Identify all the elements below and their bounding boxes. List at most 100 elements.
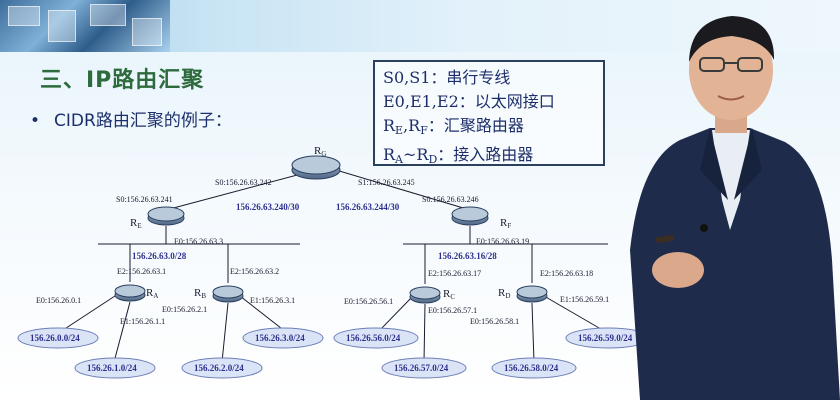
net-ellipse-n58: 156.26.58.0/24 — [491, 357, 577, 379]
router-rf: RF — [451, 206, 511, 230]
head — [689, 20, 773, 120]
router-rb-label: RB — [194, 287, 206, 300]
router-rc: RC — [409, 286, 455, 304]
router-rd: RD — [498, 285, 548, 303]
bullet: • — [30, 111, 41, 131]
link-rg-re — [165, 169, 317, 211]
leaf-networks: 156.26.0.0/24 156.26.1.0/24 156.26.2.0/2… — [17, 327, 651, 379]
slide-title: 三、IP路由汇聚 — [40, 68, 205, 93]
net-lan-left: 156.26.63.0/28 — [132, 251, 187, 261]
hand — [652, 252, 704, 288]
link-rc-n56 — [377, 295, 414, 333]
lapel-left — [700, 128, 728, 200]
link-rd-n58 — [531, 302, 535, 363]
legend-label: R — [383, 116, 396, 135]
legend-sub: A — [395, 153, 403, 166]
mouth — [717, 95, 745, 101]
iface-rf-e0: E0:156.26.63.19 — [476, 237, 529, 246]
net-ellipse-n0: 156.26.0.0/24 — [17, 327, 99, 349]
router-ra: RA — [114, 284, 158, 302]
link-rg-rf — [335, 169, 471, 211]
iface-rc-e1: E0:156.26.57.1 — [428, 306, 477, 315]
router-re: RE — [130, 206, 185, 230]
net-lan-right: 156.26.63.16/28 — [438, 251, 497, 261]
legend-sub: F — [420, 124, 428, 137]
shirt — [712, 130, 750, 230]
iface-rc-e2: E2:156.26.63.17 — [428, 269, 481, 278]
links — [59, 169, 608, 363]
legend-sep: ,R — [403, 116, 421, 135]
net-label: 156.26.58.0/24 — [504, 363, 559, 373]
net-label: 156.26.59.0/24 — [578, 333, 633, 343]
router-rg: RG — [291, 145, 341, 180]
router-rg-label: RG — [314, 145, 326, 158]
interface-labels: S0:156.26.63.242 S1:156.26.63.245 S0:156… — [36, 178, 609, 326]
legend-desc: ：以太网接口 — [458, 92, 555, 111]
net-label: 156.26.56.0/24 — [346, 333, 401, 343]
legend-label: R — [383, 145, 396, 164]
link-ra-n0 — [59, 293, 119, 333]
iface-rd-e2: E2:156.26.63.18 — [540, 269, 593, 278]
subtitle-text: CIDR路由汇聚的例子： — [54, 111, 232, 131]
presenter — [630, 16, 840, 400]
legend-desc: ：串行专线 — [430, 68, 511, 87]
legend-sep: ~R — [403, 145, 429, 164]
link-rd-n59 — [543, 295, 607, 333]
net-label: 156.26.1.0/24 — [87, 363, 137, 373]
net-ellipse-n56: 156.26.56.0/24 — [333, 327, 419, 349]
iface-re-s0: S0:156.26.63.241 — [116, 195, 173, 204]
link-ra-n1 — [113, 301, 131, 363]
iface-rb-e2: E2:156.26.63.2 — [230, 267, 279, 276]
suit — [630, 128, 840, 400]
presenter-remote-icon — [655, 234, 675, 244]
legend-desc: ：汇聚路由器 — [427, 116, 524, 135]
iface-rg-s0: S0:156.26.63.242 — [215, 178, 272, 187]
legend-label: E0,E1,E2 — [383, 92, 459, 111]
legend-sub: E — [395, 124, 404, 137]
iface-ra-e2: E2:156.26.63.1 — [117, 267, 166, 276]
net-ellipse-n57: 156.26.57.0/24 — [381, 357, 467, 379]
legend-line-access: RA~RD：接入路由器 — [383, 143, 595, 172]
net-ellipse-n3: 156.26.3.0/24 — [242, 327, 324, 349]
banner-image — [0, 0, 170, 52]
legend-line-aggregation: RE,RF：汇聚路由器 — [383, 114, 595, 143]
iface-rc-e0: E0:156.26.56.1 — [344, 297, 393, 306]
net-label: 156.26.3.0/24 — [255, 333, 305, 343]
legend-box: S0,S1：串行专线 E0,E1,E2：以太网接口 RE,RF：汇聚路由器 RA… — [373, 60, 605, 166]
legend-desc: ：接入路由器 — [437, 145, 534, 164]
router-rc-label: RC — [443, 288, 455, 301]
net-label: 156.26.57.0/24 — [394, 363, 449, 373]
iface-re-e0: E0:156.26.63.3 — [174, 237, 223, 246]
legend-line-serial: S0,S1：串行专线 — [383, 66, 595, 90]
iface-ra-e1: E1:156.26.1.1 — [120, 317, 165, 326]
router-re-label: RE — [130, 217, 142, 230]
net-ellipse-n1: 156.26.1.0/24 — [74, 357, 156, 379]
link-rb-n2 — [221, 302, 229, 363]
net-link-right: 156.26.63.244/30 — [336, 202, 400, 212]
iface-rg-s1: S1:156.26.63.245 — [358, 178, 415, 187]
net-label: 156.26.0.0/24 — [30, 333, 80, 343]
microphone-icon — [700, 224, 708, 232]
router-rd-label: RD — [498, 287, 510, 300]
net-label: 156.26.2.0/24 — [194, 363, 244, 373]
router-rb: RB — [194, 285, 244, 303]
router-ra-label: RA — [146, 287, 158, 300]
link-rc-n57 — [423, 303, 426, 363]
lapel-right — [734, 128, 762, 200]
iface-ra-e0: E0:156.26.0.1 — [36, 296, 81, 305]
net-ellipse-n59: 156.26.59.0/24 — [565, 327, 651, 349]
iface-rb-e0: E0:156.26.2.1 — [162, 305, 207, 314]
legend-sub: D — [428, 153, 438, 166]
router-rf-label: RF — [500, 217, 511, 230]
net-ellipse-n2: 156.26.2.0/24 — [181, 357, 263, 379]
legend-line-ethernet: E0,E1,E2：以太网接口 — [383, 90, 595, 114]
legend-label: S0,S1 — [383, 68, 431, 87]
iface-rd-e1: E1:156.26.59.1 — [560, 295, 609, 304]
iface-rd-e0: E0:156.26.58.1 — [470, 317, 519, 326]
iface-rb-e1: E1:156.26.3.1 — [250, 296, 295, 305]
backbone-network-labels: 156.26.63.240/30 156.26.63.244/30 156.26… — [132, 202, 497, 261]
glasses-icon — [699, 57, 763, 72]
slide-subtitle: • CIDR路由汇聚的例子： — [30, 106, 232, 131]
